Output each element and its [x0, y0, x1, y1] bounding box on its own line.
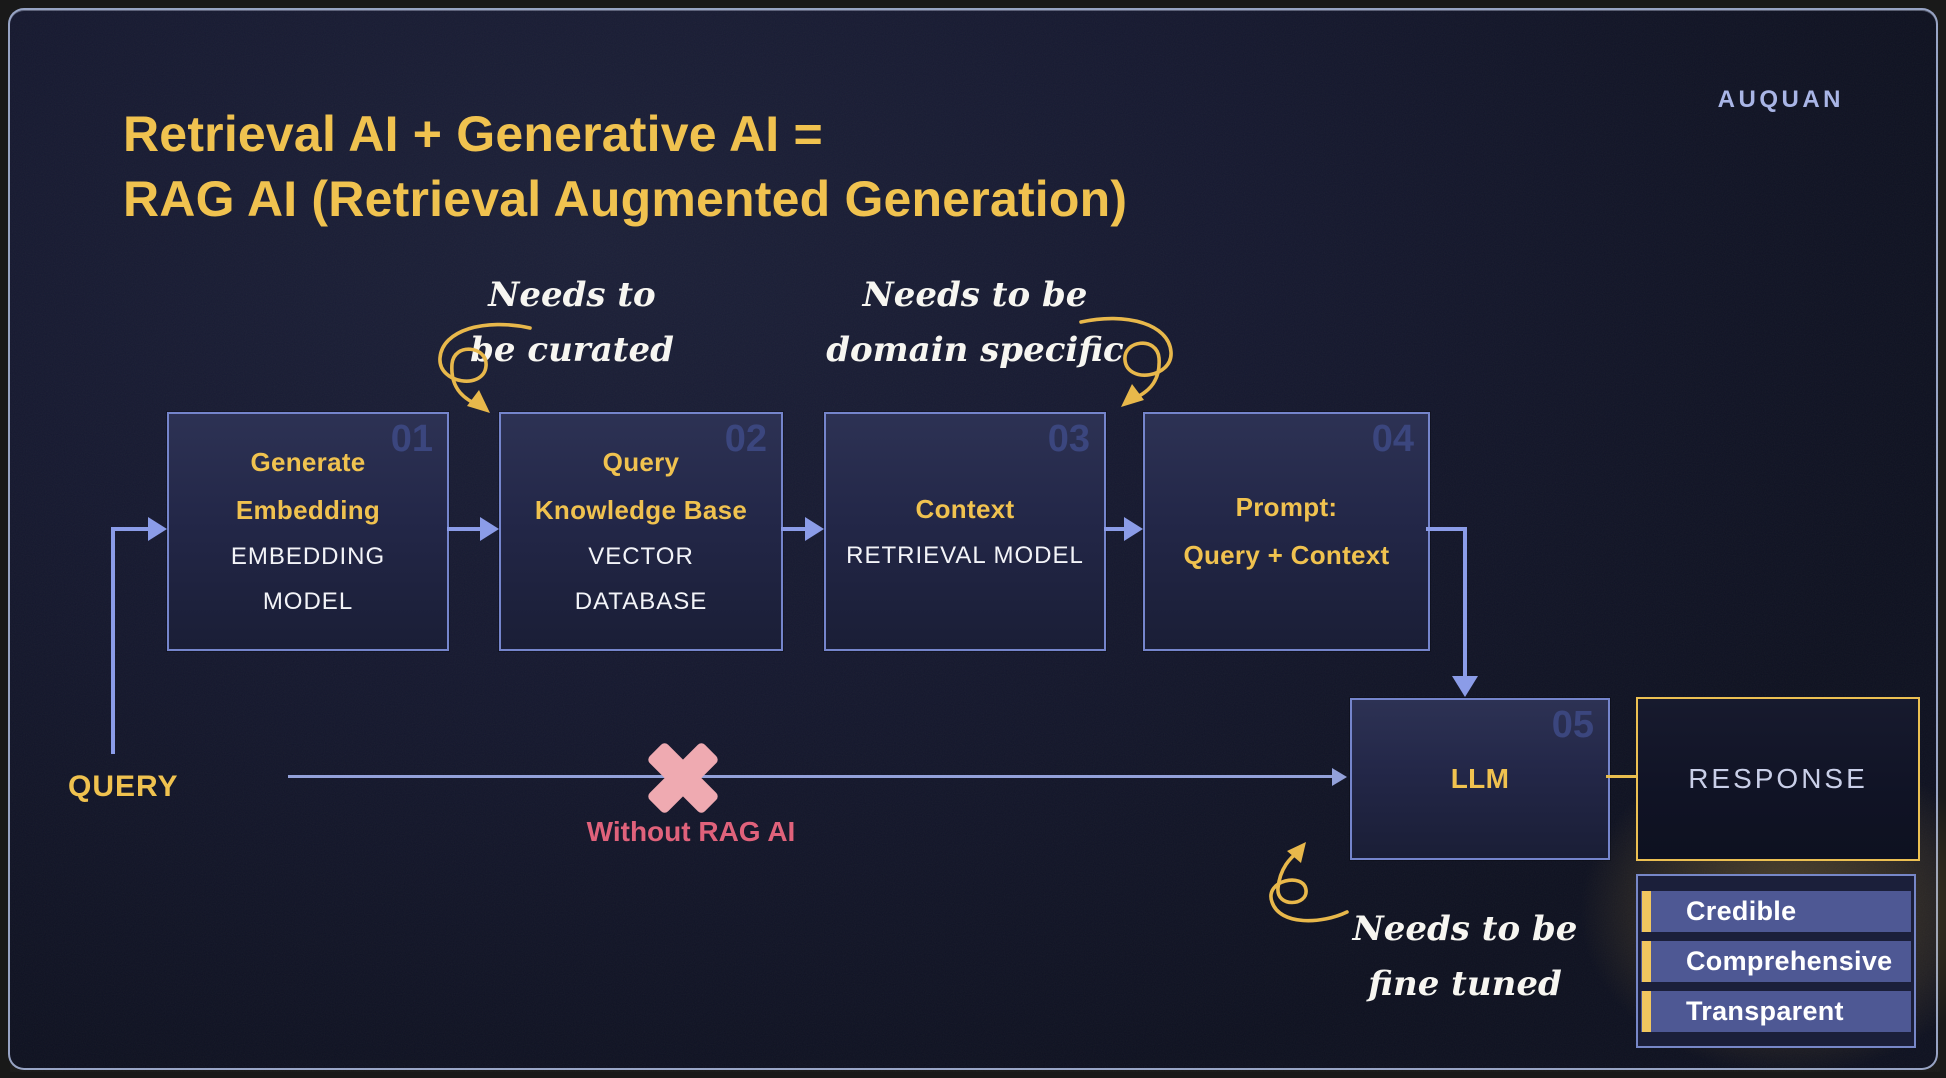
curly-arrow-curated-icon — [438, 322, 532, 413]
box-subtitle-line: MODEL — [262, 588, 354, 615]
quality-row-comprehensive: Comprehensive — [1641, 940, 1911, 982]
arrow-box3-box4 — [1104, 517, 1143, 541]
step-number: 02 — [724, 418, 767, 460]
x-mark-icon — [644, 739, 722, 817]
arrow-box1-box2 — [447, 517, 499, 541]
annotation-curated-line1: Needs to — [488, 275, 656, 315]
box-subtitle-line: RETRIEVAL MODEL — [846, 541, 1084, 569]
llm-response-connector — [1606, 775, 1636, 778]
arrow-box2-box3 — [781, 517, 824, 541]
auquan-logo: AUQUAN — [1717, 86, 1844, 113]
box-title-line: Knowledge Base — [534, 495, 748, 525]
title-line-2: RAG AI (Retrieval Augmented Generation) — [123, 171, 1128, 227]
quality-label: Comprehensive — [1686, 945, 1893, 976]
flow-box-prompt: 04 Prompt: Query + Context — [1143, 412, 1430, 651]
box-subtitle-line: EMBEDDING — [230, 543, 386, 570]
box-title-line: Prompt: — [1235, 492, 1338, 522]
flow-box-query-knowledge-base: 02 Query Knowledge Base VECTOR DATABASE — [499, 412, 783, 651]
response-label: RESPONSE — [1688, 763, 1868, 794]
query-label: QUERY — [68, 770, 179, 803]
qualities-panel: Credible Comprehensive Transparent — [1636, 874, 1916, 1048]
annotation-domain: Needs to be domain specific — [810, 268, 1140, 378]
box-title-line: Context — [915, 493, 1015, 524]
annotation-domain-line2: domain specific — [826, 330, 1124, 371]
arrow-box4-llm-vertical — [1463, 527, 1467, 677]
query-line-vertical — [111, 529, 115, 754]
page-title: Retrieval AI + Generative AI = RAG AI (R… — [123, 102, 1127, 232]
without-rag-label: Without RAG AI — [586, 816, 796, 847]
response-box: RESPONSE — [1636, 697, 1920, 861]
step-number: 03 — [1047, 418, 1090, 460]
box-title-line: Query — [602, 447, 680, 477]
annotation-fine-tuned-line2: fine tuned — [1368, 964, 1562, 1005]
box-subtitle-line: DATABASE — [574, 588, 708, 615]
annotation-fine-tuned: Needs to be fine tuned — [1310, 902, 1620, 1012]
without-rag-line — [288, 775, 1332, 778]
flow-box-llm: 05 LLM — [1350, 698, 1610, 860]
box-title-line: Embedding — [235, 495, 381, 525]
step-number: 01 — [390, 418, 433, 460]
step-number: 04 — [1371, 418, 1414, 460]
title-line-1: Retrieval AI + Generative AI = — [123, 106, 823, 162]
box-subtitle-line: VECTOR — [588, 543, 694, 570]
step-number: 05 — [1551, 704, 1594, 746]
box-title-line: Query + Context — [1183, 540, 1390, 570]
annotation-domain-line1: Needs to be — [862, 275, 1088, 315]
flow-box-generate-embedding: 01 Generate Embedding EMBEDDING MODEL — [167, 412, 449, 651]
arrow-box4-llm-horizontal — [1426, 527, 1467, 531]
annotation-curated-line2: be curated — [470, 330, 674, 371]
without-rag-arrow-head — [1332, 768, 1347, 786]
quality-label: Transparent — [1686, 995, 1844, 1026]
quality-label: Credible — [1686, 895, 1797, 926]
box-title-line: LLM — [1450, 763, 1510, 794]
slide-background: AUQUAN Retrieval AI + Generative AI = RA… — [8, 8, 1946, 1078]
quality-row-transparent: Transparent — [1641, 990, 1911, 1032]
annotation-fine-tuned-line1: Needs to be — [1352, 909, 1578, 949]
box-title-line: Generate — [250, 447, 366, 477]
curly-arrow-domain-icon — [1079, 316, 1173, 407]
query-line-horizontal — [111, 527, 148, 531]
flow-box-context: 03 Context RETRIEVAL MODEL — [824, 412, 1106, 651]
query-arrow-head — [148, 517, 167, 541]
arrow-box4-llm-head — [1452, 676, 1478, 697]
annotation-curated: Needs to be curated — [422, 268, 722, 378]
curly-arrow-fine-tuned-icon — [1269, 842, 1349, 923]
quality-row-credible: Credible — [1641, 890, 1911, 932]
